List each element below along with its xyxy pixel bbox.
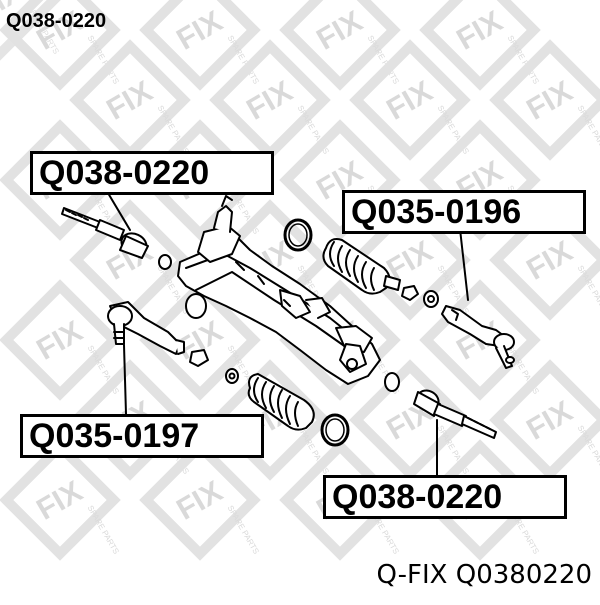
jam-nut-left	[189, 349, 209, 367]
steering-boot-upper	[322, 238, 401, 295]
part-label-inner-tie-rod-left[interactable]: Q038-0220	[30, 151, 274, 195]
boot-clamp-lower	[320, 413, 350, 447]
part-label-tie-rod-end-left[interactable]: Q035-0197	[20, 414, 264, 458]
part-label-tie-rod-end-right[interactable]: Q035-0196	[342, 190, 586, 234]
tie-rod-end-left	[107, 301, 185, 355]
lock-washer-left	[158, 254, 172, 270]
leader-line-tie-rod-end-right	[459, 228, 469, 301]
rack-end-washer	[384, 372, 400, 392]
boot-clamp-upper	[283, 218, 313, 252]
leader-line-inner-tie-rod-left	[104, 187, 131, 231]
boot-clamp-upper-inner	[288, 223, 308, 247]
brand-caption: Q-FIX Q0380220	[376, 560, 592, 590]
leader-line-tie-rod-end-left	[123, 344, 127, 415]
lock-washer-right	[423, 290, 439, 308]
lock-washer-lower	[225, 368, 239, 384]
tie-rod-end-right	[441, 305, 515, 369]
boot-clamp-lower-inner	[325, 418, 345, 442]
inner-tie-rod-left	[61, 207, 149, 259]
jam-nut-right	[401, 285, 419, 301]
steering-rack-housing	[177, 195, 381, 385]
caption-part-number: Q0380220	[455, 560, 592, 590]
lock-washer-right-hole	[427, 295, 435, 303]
steering-boot-lower	[247, 373, 315, 431]
watermark-copies	[6, 0, 600, 556]
brand-name: Q-FIX	[376, 560, 448, 590]
lock-washer-lower-hole	[228, 372, 236, 380]
inner-tie-rod-right	[413, 389, 497, 439]
part-label-inner-tie-rod-right[interactable]: Q038-0220	[323, 475, 567, 519]
page-title: Q038-0220	[6, 10, 107, 32]
